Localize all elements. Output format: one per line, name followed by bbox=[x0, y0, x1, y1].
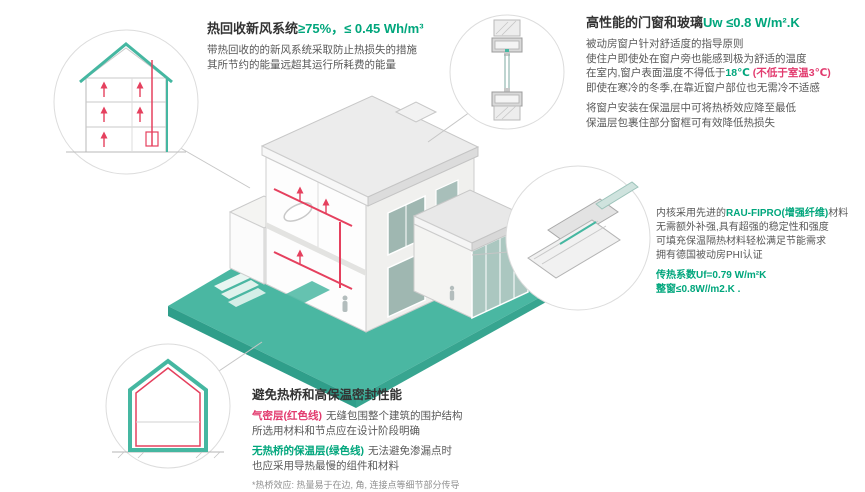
insulation-layer-label: 无热桥的保温层(绿色线) bbox=[252, 445, 364, 457]
ventilation-red-system bbox=[100, 60, 159, 147]
thermal-line-1: 气密层(红色线) 无缝包围整个建筑的围护结构 bbox=[252, 409, 463, 424]
ventilation-line-2: 其所节约的能量远超其运行所耗费的能量 bbox=[207, 58, 396, 71]
ventilation-line-1: 带热回收的的新风系统采取防止热损失的措施 bbox=[207, 44, 417, 56]
terrace-steps bbox=[214, 272, 266, 307]
callout-line-profile bbox=[471, 251, 509, 256]
glass-wing bbox=[412, 189, 530, 320]
thermal-callout: 避免热桥和高保温密封性能 气密层(红色线) 无缝包围整个建筑的围护结构 所选用材料… bbox=[252, 384, 463, 492]
windows-title-text: 高性能的门窗和玻璃 bbox=[586, 15, 704, 30]
windows-line-3-temp: 18℃ bbox=[725, 67, 750, 79]
profile-line-4: 拥有德国被动房PHI认证 bbox=[656, 250, 763, 261]
windows-line-4: 即使在寒冷的冬季,在靠近窗户部位也无需冷不适感 bbox=[586, 81, 820, 94]
thermal-footnote: *热桥效应: 热量易于在边, 角, 连接点等细节部分传导 bbox=[252, 480, 460, 490]
ventilation-callout: 热回收新风系统≥75%，≤ 0.45 Wh/m³ 带热回收的的新风系统采取防止热… bbox=[207, 18, 424, 72]
thermal-line-3-rest: 无法避免渗漏点时 bbox=[368, 445, 452, 457]
callout-line-ventilation bbox=[176, 145, 251, 189]
profile-line-2: 无需额外补强,具有超强的稳定性和强度 bbox=[656, 222, 829, 233]
airtight-layer-label: 气密层(红色线) bbox=[252, 410, 322, 422]
profile-line-1-material: RAU-FIPRO(增强纤维) bbox=[726, 208, 829, 219]
people-silhouettes bbox=[342, 285, 455, 312]
ventilation-title-text: 热回收新风系统 bbox=[207, 21, 299, 36]
roof-slab bbox=[260, 95, 480, 207]
profile-callout: 内核采用先进的RAU-FIPRO(增强纤维)材料 无需额外补强,具有超强的稳定性… bbox=[656, 207, 848, 297]
profile-uw-value: 整窗≤0.8W//m2.K . bbox=[656, 284, 741, 295]
windows-line-3-note: (不低于室温3℃) bbox=[752, 67, 831, 79]
airtight-layer-line bbox=[135, 367, 201, 447]
red-duct-lines bbox=[273, 149, 391, 290]
inset-thermal-envelope bbox=[105, 343, 231, 469]
kitchen-counter bbox=[282, 281, 330, 305]
callout-line-window-section bbox=[427, 111, 471, 143]
house-cutaway bbox=[228, 95, 530, 333]
profile-line-1-post: 材料 bbox=[828, 208, 849, 219]
thermal-line-2: 所选用材料和节点应在设计阶段明确 bbox=[252, 424, 420, 437]
windows-title: 高性能的门窗和玻璃Uw ≤0.8 W/m².K bbox=[586, 12, 831, 31]
windows-callout: 高性能的门窗和玻璃Uw ≤0.8 W/m².K 被动房窗户针对舒适度的指导原则 … bbox=[586, 12, 831, 130]
ventilation-title: 热回收新风系统≥75%，≤ 0.45 Wh/m³ bbox=[207, 18, 424, 37]
profile-line-1-pre: 内核采用先进的 bbox=[656, 208, 726, 219]
windows-line-5: 将窗户安装在保温层中可将热桥效应降至最低 bbox=[586, 102, 796, 114]
windows-title-value: Uw ≤0.8 W/m².K bbox=[703, 15, 800, 30]
windows-line-3: 在室内,窗户表面温度不得低于18℃ (不低于室温3℃) bbox=[586, 66, 831, 81]
windows-line-6: 保温层包裹住部分窗框可有效降低热损失 bbox=[586, 116, 775, 129]
inset-ventilation-section bbox=[53, 29, 199, 175]
profile-uf-value: 传热系数Uf=0.79 W/m²K bbox=[656, 270, 767, 281]
thermal-line-3: 无热桥的保温层(绿色线) 无法避免渗漏点时 bbox=[252, 444, 463, 459]
thermal-title: 避免热桥和高保温密封性能 bbox=[252, 388, 403, 402]
windows-line-1: 被动房窗户针对舒适度的指导原则 bbox=[586, 38, 744, 50]
ventilation-title-value: ≥75%，≤ 0.45 Wh/m³ bbox=[298, 21, 424, 36]
profile-line-3: 可填充保温隔热材料轻松满足节能需求 bbox=[656, 236, 826, 247]
bathtub bbox=[283, 202, 313, 222]
inset-window-profile bbox=[505, 165, 651, 311]
profile-line-1: 内核采用先进的RAU-FIPRO(增强纤维)材料 bbox=[656, 207, 848, 221]
windows-line-2: 使住户即使处在窗户旁也能感到极为舒适的温度 bbox=[586, 52, 807, 65]
thermal-line-4: 也应采用导热最慢的组件和材料 bbox=[252, 459, 399, 472]
windows-line-3-pre: 在室内,窗户表面温度不得低于 bbox=[586, 67, 726, 79]
inset-window-section bbox=[449, 14, 565, 130]
thermal-line-1-rest: 无缝包围整个建筑的围护结构 bbox=[326, 410, 463, 422]
